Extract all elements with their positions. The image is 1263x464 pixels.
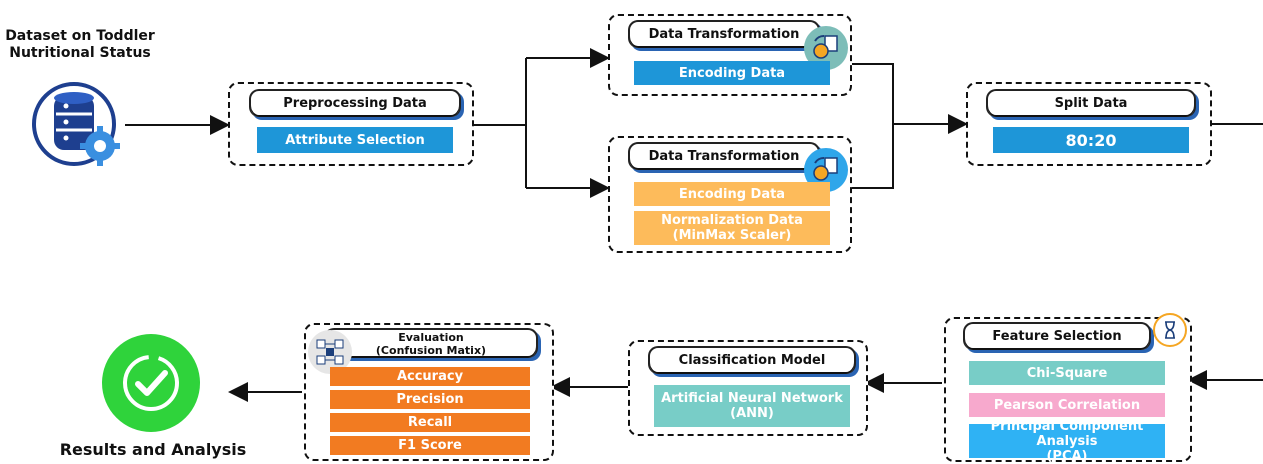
network-icon (308, 330, 352, 374)
pca-line2: (PCA) (1046, 448, 1088, 464)
preprocessing-title: Preprocessing Data (249, 89, 461, 117)
chi-square: Chi-Square (969, 361, 1165, 385)
ann-line2: (ANN) (730, 406, 774, 421)
hourglass-icon (1153, 313, 1187, 347)
metric-accuracy: Accuracy (330, 367, 530, 386)
ann-model: Artificial Neural Network (ANN) (654, 385, 850, 427)
attribute-selection: Attribute Selection (257, 127, 453, 153)
normalization-data: Normalization Data (MinMax Scaler) (634, 211, 830, 245)
dataset-title: Dataset on Toddler Nutritional Status (5, 28, 155, 62)
metric-f1-score: F1 Score (330, 436, 530, 455)
check-circle-icon (102, 334, 200, 432)
split-ratio: 80:20 (993, 127, 1189, 153)
transform-bottom-encoding: Encoding Data (634, 182, 830, 206)
pearson-correlation: Pearson Correlation (969, 393, 1165, 417)
transform-bottom-title: Data Transformation (628, 142, 820, 170)
split-title: Split Data (986, 89, 1196, 117)
metric-recall: Recall (330, 413, 530, 432)
classification-title: Classification Model (648, 346, 856, 374)
transform-top-title: Data Transformation (628, 20, 820, 48)
pca: Principal Component Analysis (PCA) (969, 419, 1165, 464)
normalization-line2: (MinMax Scaler) (672, 228, 792, 243)
evaluation-title: Evaluation (Confusion Matix) (324, 328, 538, 358)
results-title: Results and Analysis (59, 440, 247, 459)
normalization-line1: Normalization Data (661, 213, 803, 228)
transform-top-encoding: Encoding Data (634, 61, 830, 85)
dataset-title-line1: Dataset on Toddler (5, 28, 155, 44)
ann-line1: Artificial Neural Network (661, 391, 843, 406)
evaluation-title-line2: (Confusion Matix) (375, 344, 487, 357)
database-gear-icon (28, 80, 126, 168)
pca-line1: Principal Component Analysis (990, 418, 1144, 449)
dataset-title-line2: Nutritional Status (9, 45, 151, 61)
metric-precision: Precision (330, 390, 530, 409)
feature-title: Feature Selection (963, 322, 1151, 350)
evaluation-title-line1: Evaluation (398, 331, 464, 344)
